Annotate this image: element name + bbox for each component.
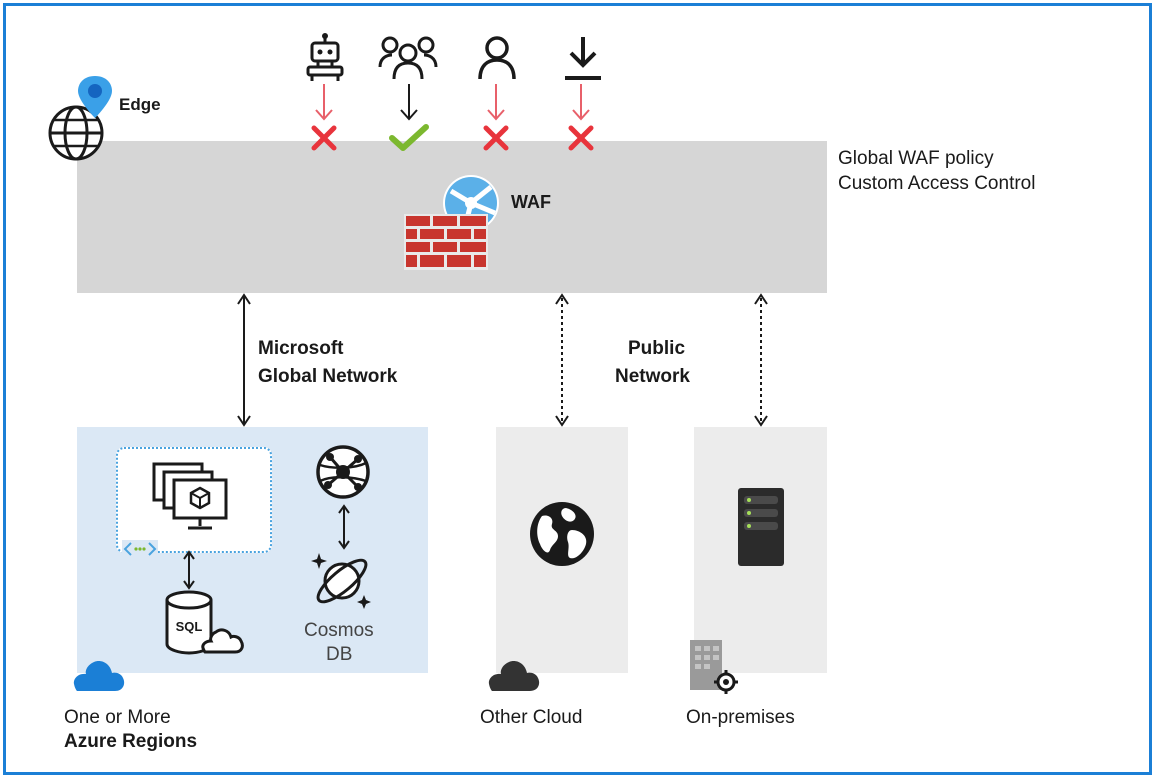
blocked-x-icon — [483, 125, 509, 151]
globe-icon — [530, 502, 594, 566]
cosmos-label-line-1: Cosmos — [304, 620, 374, 641]
users-arrow — [400, 84, 418, 121]
blocked-x-icon — [311, 125, 337, 151]
virtual-machines-icon — [152, 462, 228, 530]
cosmos-arrow — [338, 504, 350, 550]
on-premises-label: On-premises — [686, 707, 795, 728]
user-arrow — [487, 84, 505, 121]
download-arrow — [572, 84, 590, 121]
edge-globe-icon — [48, 76, 112, 161]
diagram-frame — [3, 3, 1152, 775]
firewall-icon — [404, 214, 488, 270]
public-network-arrow-cloud — [555, 293, 569, 427]
user-icon — [478, 36, 516, 80]
azure-regions-line-2: Azure Regions — [64, 731, 198, 752]
server-icon — [738, 488, 784, 566]
vm-sql-arrow — [183, 550, 195, 590]
microsoft-network-arrow — [237, 293, 251, 427]
public-network-line-1: Public — [628, 338, 686, 359]
cosmos-db-icon — [311, 553, 371, 609]
allowed-check-icon — [389, 124, 429, 151]
cosmos-label-line-2: DB — [326, 644, 353, 665]
sql-database-icon: SQL — [165, 590, 244, 655]
bot-arrow — [315, 84, 333, 121]
blocked-x-icon — [568, 125, 594, 151]
on-premises-building-icon — [690, 640, 738, 694]
sql-label: SQL — [176, 619, 203, 634]
cosmos-network-icon — [316, 445, 370, 499]
policy-line-1: Global WAF policy — [838, 148, 994, 169]
vnet-peering-icon — [122, 540, 158, 558]
waf-label: WAF — [511, 192, 551, 212]
edge-label: Edge — [119, 95, 161, 114]
azure-regions-line-1: One or More — [64, 707, 171, 728]
microsoft-network-line-2: Global Network — [258, 366, 398, 387]
public-network-line-2: Network — [615, 366, 690, 387]
users-icon — [378, 36, 438, 80]
microsoft-network-line-1: Microsoft — [258, 338, 344, 359]
download-icon — [565, 37, 601, 80]
policy-line-2: Custom Access Control — [838, 173, 1036, 194]
other-cloud-icon — [488, 661, 540, 691]
other-cloud-label: Other Cloud — [480, 707, 583, 728]
public-network-arrow-onprem — [754, 293, 768, 427]
bot-icon — [306, 33, 344, 81]
azure-cloud-icon — [73, 661, 125, 691]
